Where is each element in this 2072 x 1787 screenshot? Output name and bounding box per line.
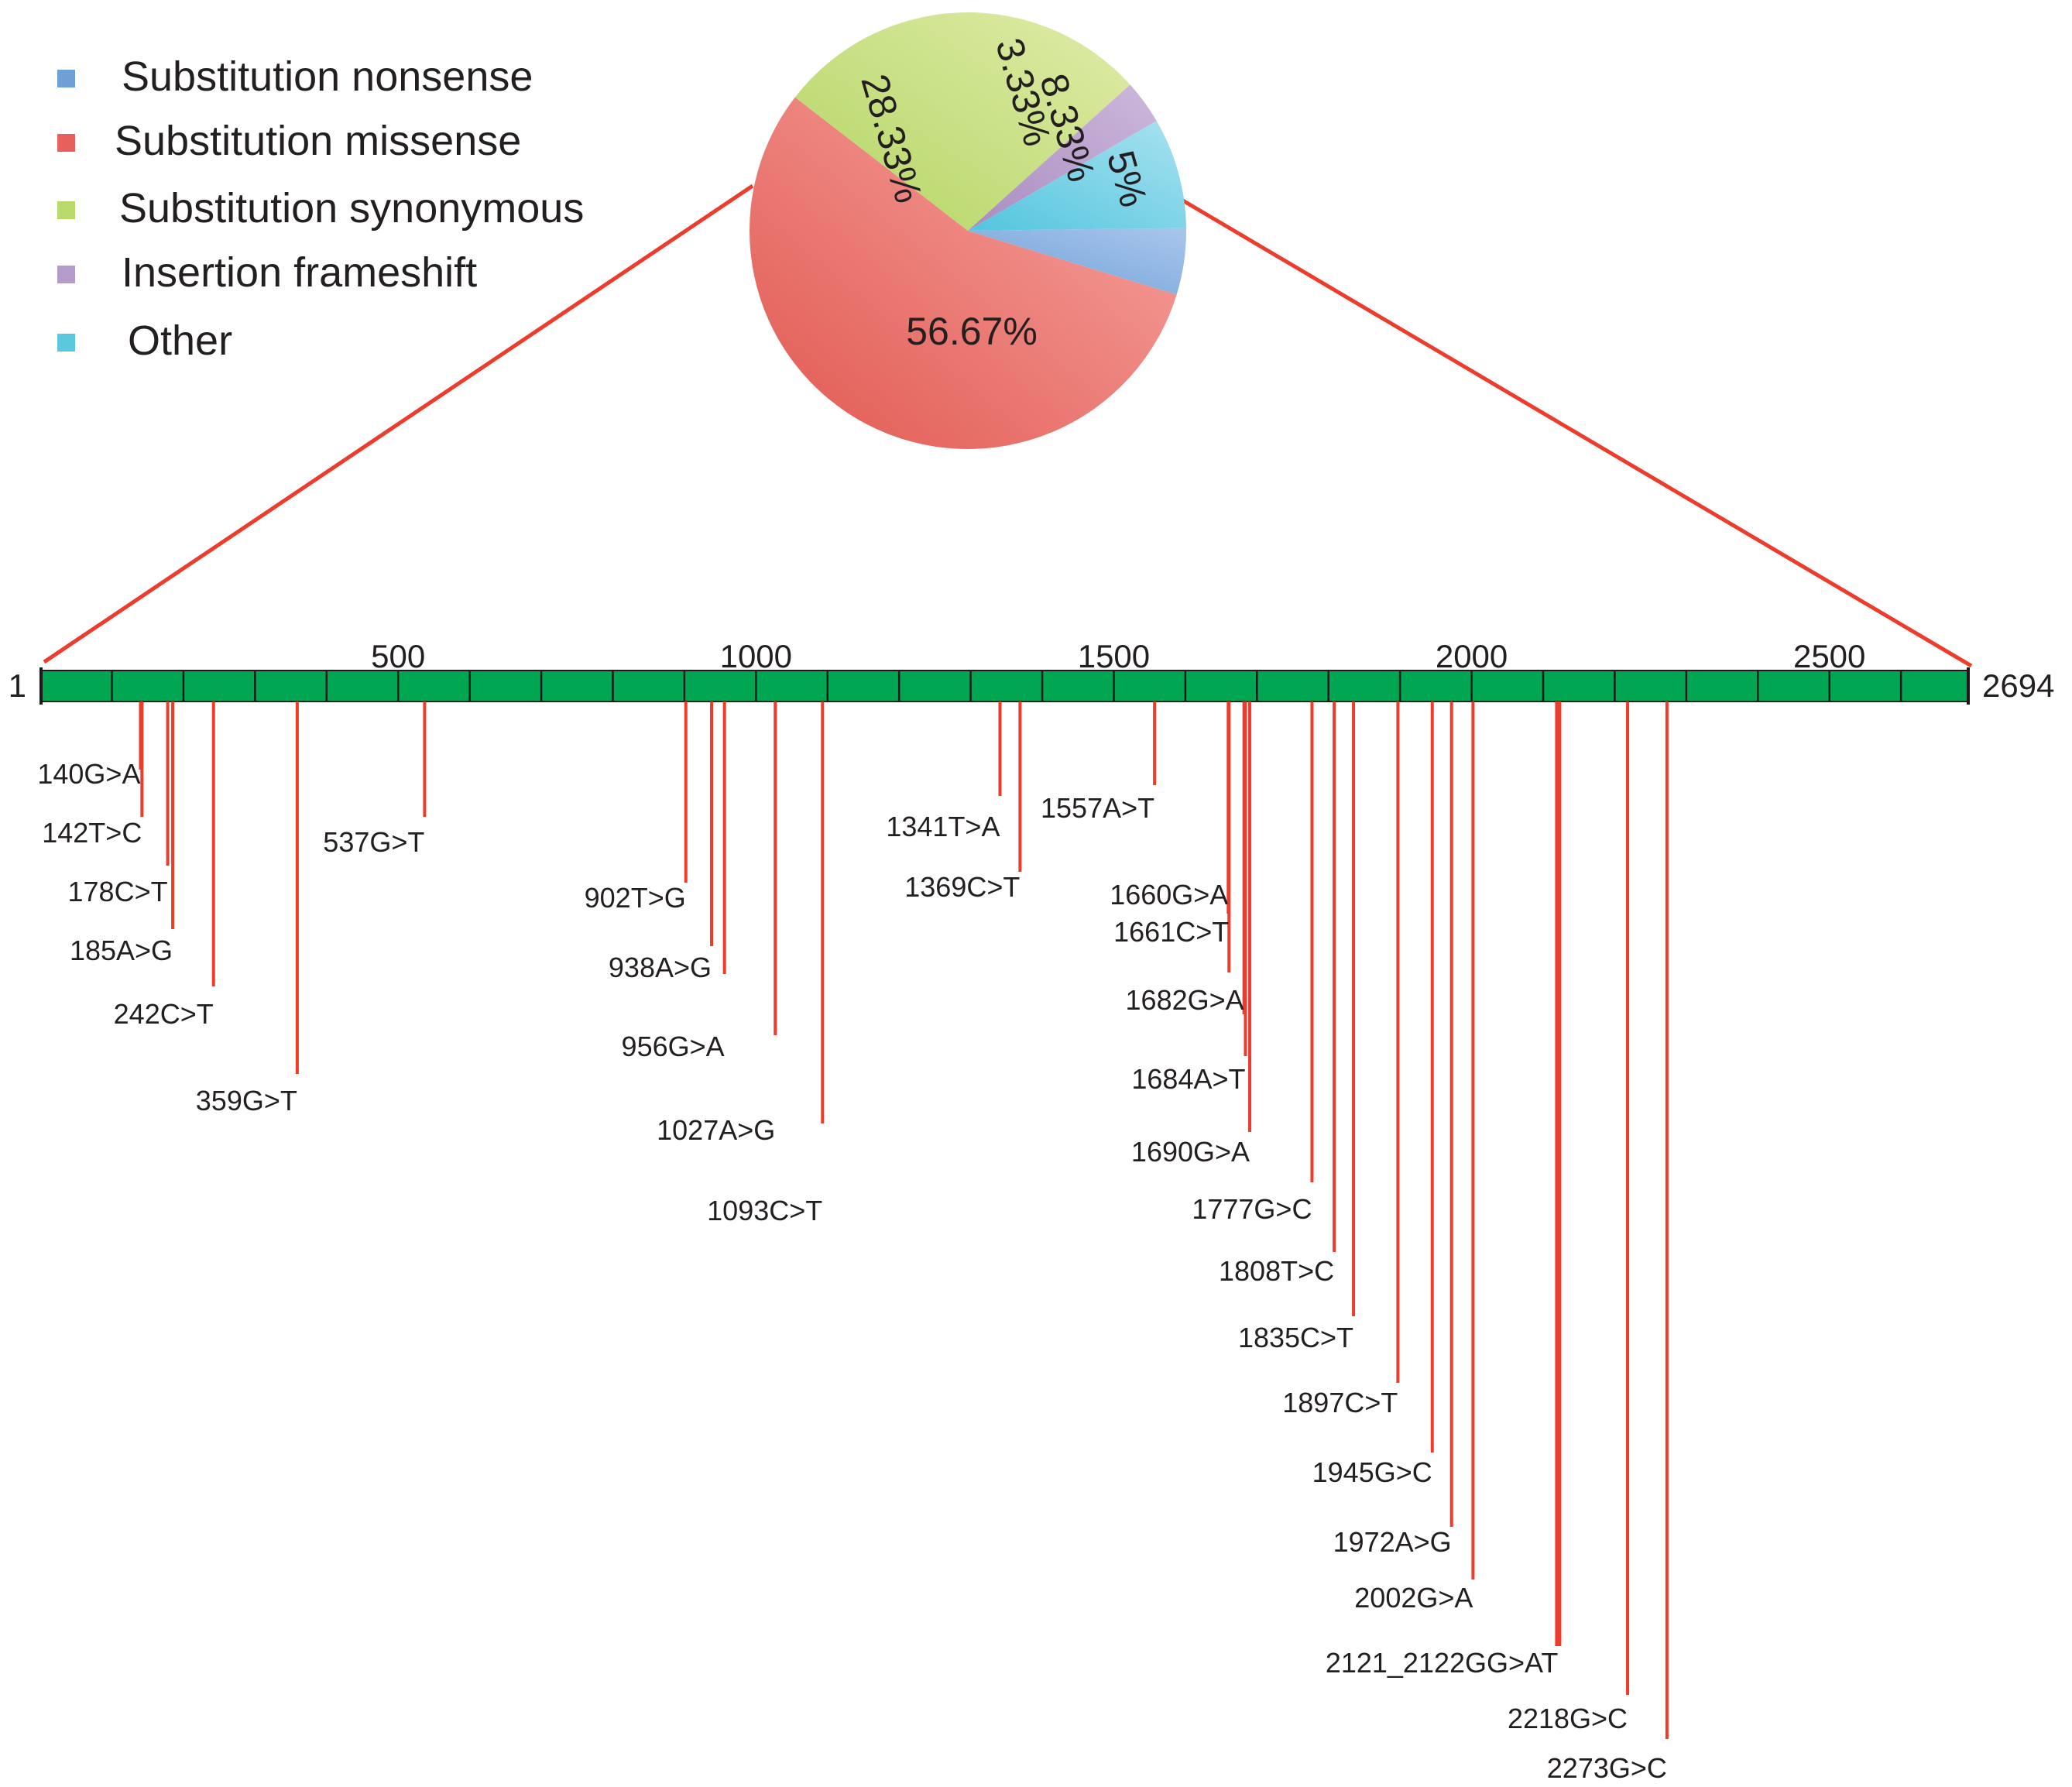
mutation-label: 1684A>T — [1131, 1063, 1245, 1095]
axis-start-label: 1 — [9, 667, 26, 704]
mutation-label: 1341T>A — [886, 811, 1000, 842]
zoom-line-right — [1180, 197, 1973, 668]
axis-tick-label: 500 — [371, 638, 425, 674]
mutation-label: 178C>T — [68, 876, 168, 907]
pie-slice-insertion-frameshift — [968, 84, 1157, 231]
mutation-label: 1660G>A — [1110, 879, 1228, 911]
mutation-label: 242C>T — [114, 998, 214, 1030]
mutation-label: 1557A>T — [1041, 792, 1154, 824]
axis-tick-label: 1500 — [1078, 638, 1150, 674]
mutation-label: 938A>G — [609, 952, 712, 983]
axis-tick-label: 2500 — [1793, 638, 1865, 674]
mutation-label: 956G>A — [622, 1031, 725, 1062]
mutation-label: 2002G>A — [1354, 1582, 1473, 1614]
mutation-label: 142T>C — [42, 817, 142, 849]
mutation-label: 359G>T — [196, 1085, 297, 1116]
mutation-label: 1777G>C — [1192, 1193, 1312, 1225]
mutation-label: 2273G>C — [1547, 1752, 1667, 1784]
legend-swatch-1 — [57, 70, 75, 87]
mutation-label: 185A>G — [70, 935, 173, 966]
sequence-bar — [40, 670, 1969, 702]
legend-label-1: Substitution nonsense — [122, 53, 533, 100]
mutation-label: 1945G>C — [1312, 1456, 1432, 1488]
pie-slice-substitution-nonsense — [968, 228, 1187, 295]
legend-label-5: Other — [128, 317, 232, 364]
mutation-label: 1972A>G — [1333, 1526, 1452, 1558]
mutation-label: 1661C>T — [1113, 916, 1229, 948]
pie-slice-substitution-synonymous — [794, 12, 1130, 231]
mutation-label: 1369C>T — [904, 871, 1020, 903]
zoom-connector-lines — [43, 184, 1973, 668]
zoom-line-left — [43, 184, 754, 664]
mutation-label: 537G>T — [323, 826, 424, 858]
legend-swatch-2 — [57, 134, 75, 152]
legend-swatch-4 — [57, 266, 75, 283]
mutation-label: 140G>A — [37, 758, 140, 790]
legend-label-3: Substitution synonymous — [119, 185, 584, 232]
pie-slice-other — [968, 121, 1186, 231]
mutation-label: 1897C>T — [1282, 1387, 1398, 1418]
axis-end-label: 2694 — [1982, 667, 2054, 704]
mutation-label: 2121_2122GG>AT — [1326, 1647, 1559, 1679]
mutation-label: 902T>G — [585, 882, 686, 914]
legend-swatch-5 — [57, 334, 75, 352]
legend-label-2: Substitution missense — [115, 118, 521, 164]
mutation-label: 1027A>G — [657, 1114, 775, 1146]
mutation-label: 1093C>T — [707, 1195, 822, 1226]
sequence-axis: 500 1000 1500 2000 2500 1 2694 — [9, 638, 2054, 705]
mutation-markers: 140G>A 142T>C 178C>T 185A>G 242C>T 359G>T 537G… — [37, 701, 1669, 1784]
legend-label-4: Insertion frameshift — [122, 249, 477, 296]
pie-slice-substitution-missense — [750, 97, 1177, 449]
mutation-label: 1690G>A — [1131, 1136, 1250, 1168]
mutation-label: 2218G>C — [1508, 1703, 1628, 1734]
mutation-label: 1835C>T — [1238, 1322, 1353, 1353]
axis-tick-label: 2000 — [1436, 638, 1508, 674]
pie-label-substitution-missense: 56.67% — [906, 310, 1038, 353]
mutation-label: 1682G>A — [1126, 984, 1244, 1016]
mutation-type-pie: 5%56.67%28.33%3.33%8.33% — [750, 12, 1187, 449]
mutation-label: 1808T>C — [1219, 1255, 1334, 1287]
legend-swatch-3 — [57, 201, 75, 219]
axis-tick-label: 1000 — [720, 638, 792, 674]
